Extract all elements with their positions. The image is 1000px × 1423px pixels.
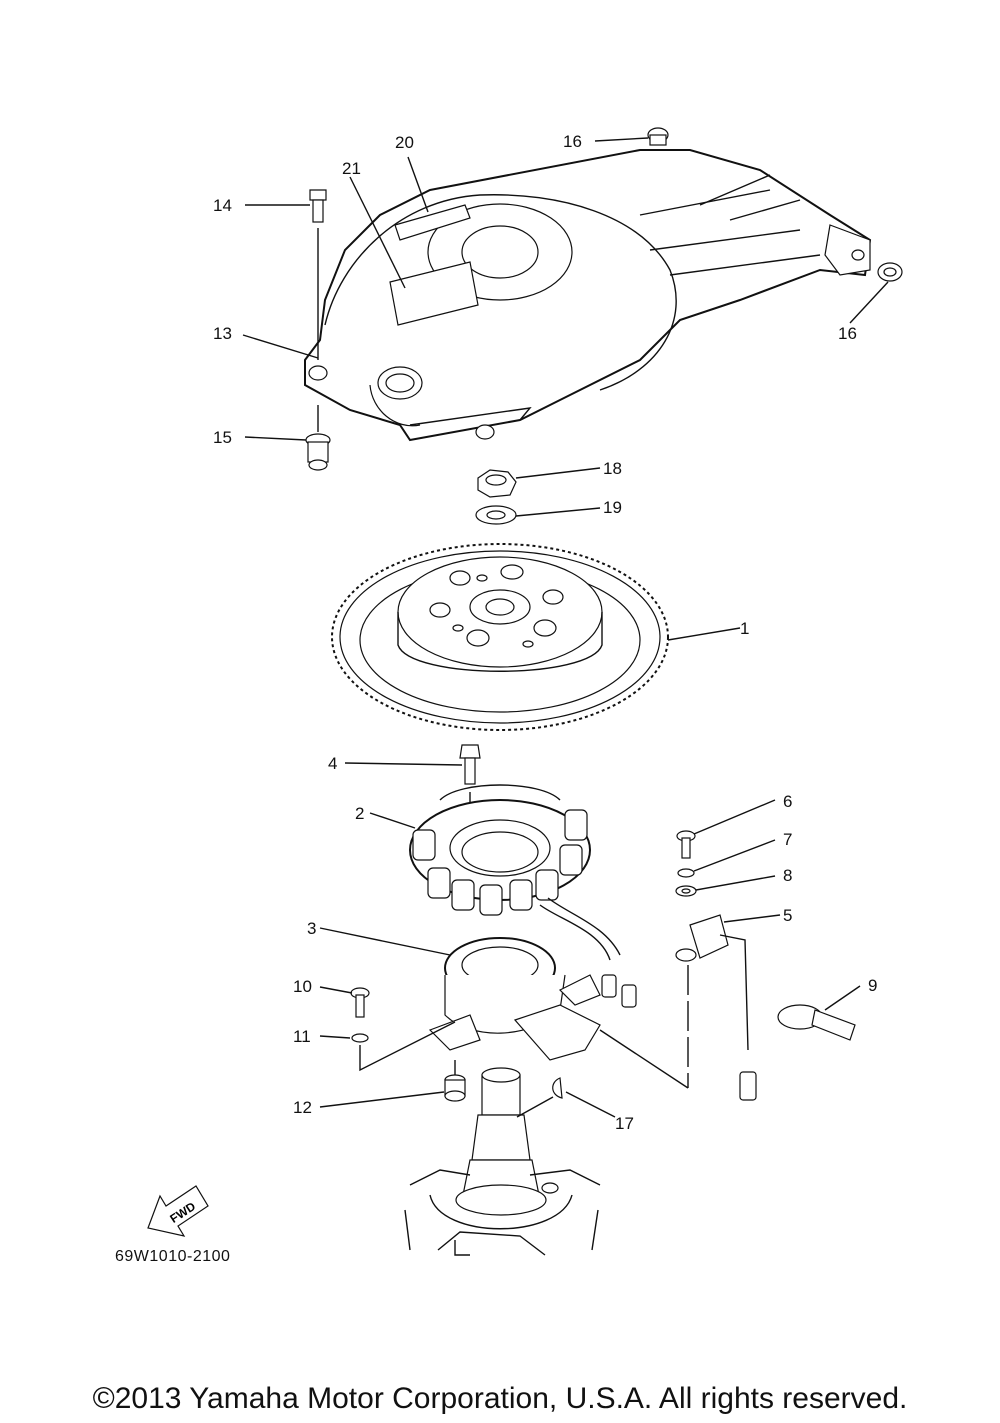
washer-8 [675, 885, 697, 897]
callout-14: 14 [213, 196, 232, 215]
callout-18: 18 [603, 459, 622, 478]
callout-9: 9 [868, 976, 878, 995]
fwd-arrow-icon: FWD [147, 1185, 209, 1237]
bolt-14 [309, 189, 327, 360]
grommet-15 [305, 405, 331, 471]
washer-19 [475, 505, 517, 525]
cable-clamp-9 [777, 1004, 856, 1041]
callout-12: 12 [293, 1098, 312, 1117]
washer-11 [351, 1021, 456, 1072]
woodruff-key-17 [552, 1077, 563, 1099]
drawing-code: 69W1010-2100 [115, 1248, 231, 1265]
callout-16-side: 16 [838, 324, 857, 343]
callout-3: 3 [307, 919, 317, 938]
callout-5: 5 [783, 906, 793, 925]
callout-17: 17 [615, 1114, 634, 1133]
callout-20: 20 [395, 133, 414, 152]
stator [409, 784, 621, 961]
callout-19: 19 [603, 498, 622, 517]
crankshaft-reference [404, 1067, 601, 1256]
stator-base [428, 937, 689, 1089]
callout-7: 7 [783, 830, 793, 849]
callout-21: 21 [342, 159, 361, 178]
grommet-16-top [647, 127, 669, 146]
screw-6 [676, 830, 696, 859]
bolt-4 [459, 744, 481, 830]
pulser-coil [675, 914, 757, 1101]
callout-2: 2 [355, 804, 365, 823]
callout-11: 11 [293, 1027, 311, 1046]
callout-8: 8 [783, 866, 793, 885]
callout-10: 10 [293, 977, 312, 996]
callout-6: 6 [783, 792, 793, 811]
flywheel-cover [304, 149, 872, 442]
nut-18 [477, 469, 517, 498]
callout-15: 15 [213, 428, 232, 447]
leader-lines [242, 137, 889, 1118]
grommet-16-side [877, 262, 903, 282]
callout-16-top: 16 [563, 132, 582, 151]
collar-12 [444, 1060, 466, 1102]
callout-1: 1 [740, 619, 750, 638]
callout-4: 4 [328, 754, 338, 773]
copyright-footer: ©2013 Yamaha Motor Corporation, U.S.A. A… [92, 1382, 908, 1415]
screw-10 [350, 987, 370, 1018]
washer-7 [677, 868, 695, 878]
flywheel [331, 543, 669, 731]
callout-13: 13 [213, 324, 232, 343]
